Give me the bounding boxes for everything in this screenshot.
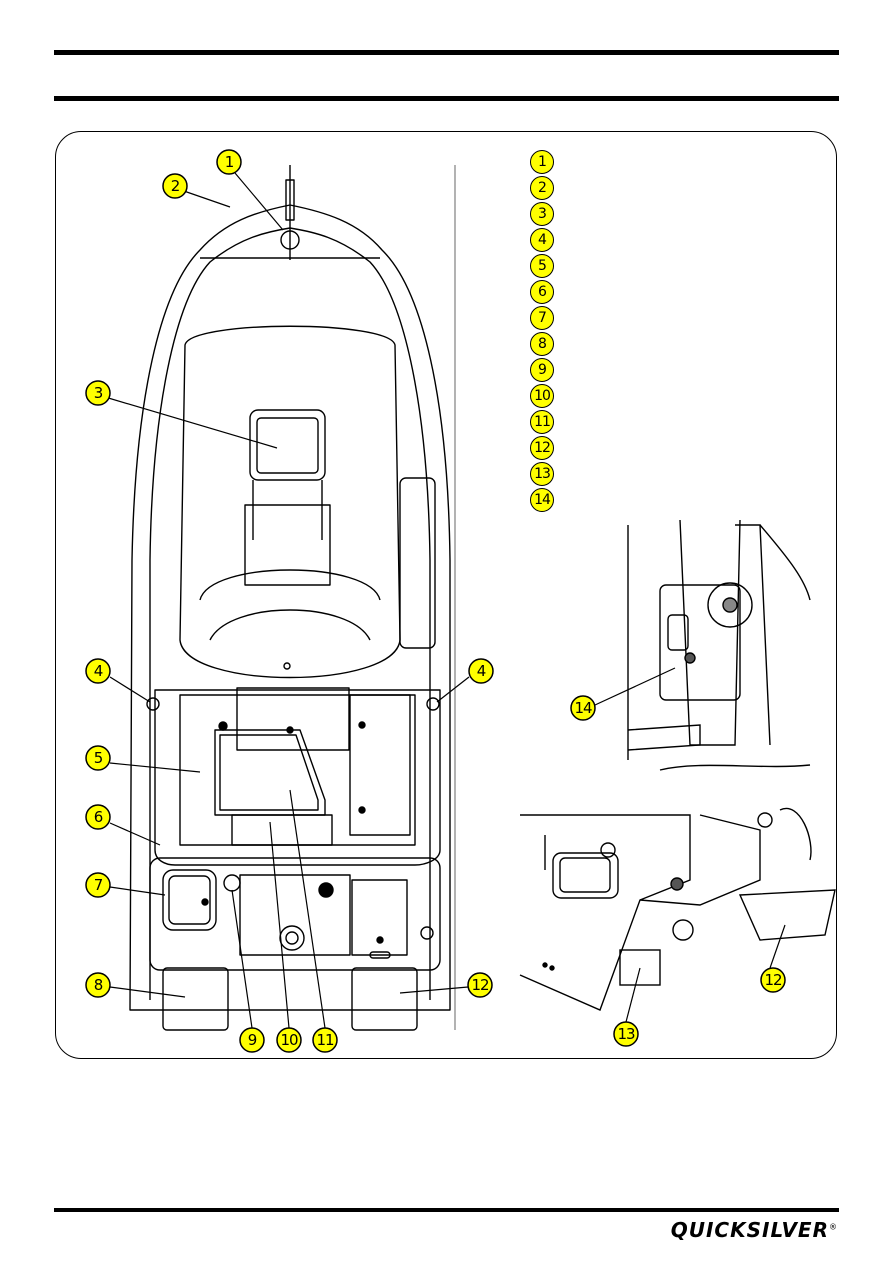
figure-panel [55, 131, 837, 1059]
deck-hatch [249, 409, 326, 481]
legend-number: 13 [530, 462, 554, 486]
transom-hatch [162, 869, 217, 931]
callout-6: 6 [85, 804, 111, 830]
svg-text:4: 4 [94, 662, 103, 680]
svg-text:9: 9 [248, 1031, 257, 1049]
callout-7: 7 [85, 872, 111, 898]
callout-4-right: 4 [468, 658, 494, 684]
cockpit [154, 689, 441, 866]
hull-inner-line [149, 227, 431, 1000]
callout-4-left: 4 [85, 658, 111, 684]
callout-10: 10 [276, 1027, 302, 1053]
deck-console [179, 325, 401, 679]
callout-12-main: 12 [467, 972, 493, 998]
svg-text:4: 4 [477, 662, 486, 680]
callout-3: 3 [85, 380, 111, 406]
svg-text:6: 6 [94, 808, 103, 826]
swim-platform-left [162, 967, 229, 1031]
legend-number: 6 [530, 280, 554, 304]
svg-text:2: 2 [171, 177, 180, 195]
second-rule [54, 96, 839, 101]
svg-text:8: 8 [94, 976, 103, 994]
cockpit-hatch [214, 729, 326, 816]
steering-wheel [707, 582, 753, 628]
svg-text:14: 14 [574, 699, 592, 717]
callout-2: 2 [162, 173, 188, 199]
top-rule [54, 50, 839, 55]
svg-text:3: 3 [94, 384, 103, 402]
leader-lines [104, 172, 786, 1029]
svg-text:13: 13 [617, 1025, 635, 1043]
legend-number: 4 [530, 228, 554, 252]
legend-number: 8 [530, 332, 554, 356]
legend-number: 2 [530, 176, 554, 200]
trademark: ® [829, 1222, 837, 1232]
callout-5: 5 [85, 745, 111, 771]
callout-9: 9 [239, 1027, 265, 1053]
svg-text:1: 1 [225, 153, 234, 171]
legend-number: 10 [530, 384, 554, 408]
transom [149, 857, 441, 971]
callout-12-detail: 12 [760, 967, 786, 993]
svg-text:7: 7 [94, 876, 103, 894]
stern-detail [519, 807, 836, 1011]
legend-number: 12 [530, 436, 554, 460]
legend-number: 1 [530, 150, 554, 174]
legend-number: 11 [530, 410, 554, 434]
legend-number: 9 [530, 358, 554, 382]
swim-platform-right [351, 967, 418, 1031]
callouts: 1 2 3 4 4 5 6 7 8 9 10 11 12 12 13 14 [85, 149, 786, 1053]
callout-14: 14 [570, 695, 596, 721]
svg-text:5: 5 [94, 749, 103, 767]
callout-8: 8 [85, 972, 111, 998]
anchor-locker-lid [280, 230, 300, 250]
svg-text:12: 12 [764, 971, 782, 989]
legend-number: 3 [530, 202, 554, 226]
helm-detail [627, 519, 811, 771]
svg-text:12: 12 [471, 976, 489, 994]
drain [279, 925, 305, 951]
svg-text:10: 10 [280, 1031, 298, 1049]
callout-1: 1 [216, 149, 242, 175]
svg-text:11: 11 [316, 1031, 334, 1049]
legend-number: 7 [530, 306, 554, 330]
swim-platform [738, 889, 836, 941]
legend-number: 5 [530, 254, 554, 278]
brand-logo: QUICKSILVER® [671, 1218, 837, 1242]
callout-13: 13 [613, 1021, 639, 1047]
brand-name: QUICKSILVER [670, 1218, 829, 1242]
callout-11: 11 [312, 1027, 338, 1053]
footer-rule [54, 1208, 839, 1212]
legend-number: 14 [530, 488, 554, 512]
